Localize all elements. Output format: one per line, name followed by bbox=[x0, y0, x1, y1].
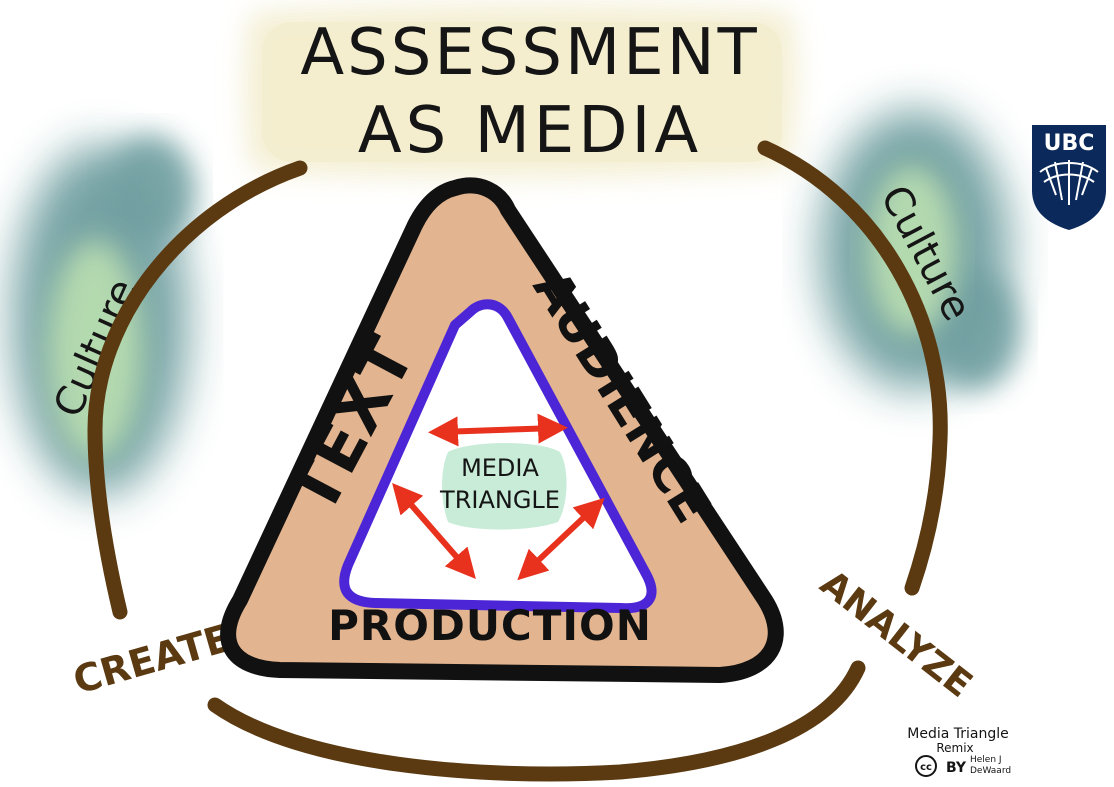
ubc-logo-text: UBC bbox=[1044, 131, 1095, 156]
arrow-left bbox=[392, 482, 476, 580]
media-triangle: TEXT AUDIENCE PRODUCTION MEDIA TRIANGLE bbox=[220, 177, 784, 683]
title-line-2: AS MEDIA bbox=[358, 94, 702, 168]
cycle-arc-left bbox=[87, 160, 308, 620]
credit-line-2: Remix bbox=[936, 741, 973, 755]
relationship-arrows bbox=[392, 413, 605, 581]
center-label-line-2: TRIANGLE bbox=[439, 486, 560, 514]
culture-cloud-left: Culture bbox=[12, 135, 195, 495]
arrow-right bbox=[517, 497, 605, 581]
title-banner: ASSESSMENT AS MEDIA bbox=[245, 5, 796, 177]
credit-block: Media Triangle Remix cc BY Helen J DeWaa… bbox=[907, 726, 1011, 777]
analyze-label: ANALYZE bbox=[812, 563, 979, 706]
cc-by-label: BY bbox=[946, 760, 967, 776]
cc-icon-text: cc bbox=[920, 762, 932, 773]
ubc-crest-icon bbox=[1039, 160, 1099, 205]
author-line-1: Helen J bbox=[970, 755, 1002, 765]
cycle-arc-right bbox=[757, 140, 948, 596]
ubc-logo: UBC bbox=[1032, 125, 1106, 230]
title-line-1: ASSESSMENT bbox=[300, 16, 759, 90]
cycle-arcs bbox=[87, 140, 948, 782]
cc-icon bbox=[915, 755, 937, 777]
center-label-line-1: MEDIA bbox=[461, 454, 539, 482]
credit-line-1: Media Triangle bbox=[907, 726, 1008, 742]
side-label-production: PRODUCTION bbox=[328, 601, 652, 650]
cycle-arc-bottom bbox=[207, 660, 866, 782]
create-label: CREATE bbox=[68, 616, 235, 703]
arrow-top bbox=[428, 413, 568, 447]
author-line-2: DeWaard bbox=[970, 766, 1011, 776]
culture-cloud-right: Culture bbox=[820, 110, 1020, 390]
